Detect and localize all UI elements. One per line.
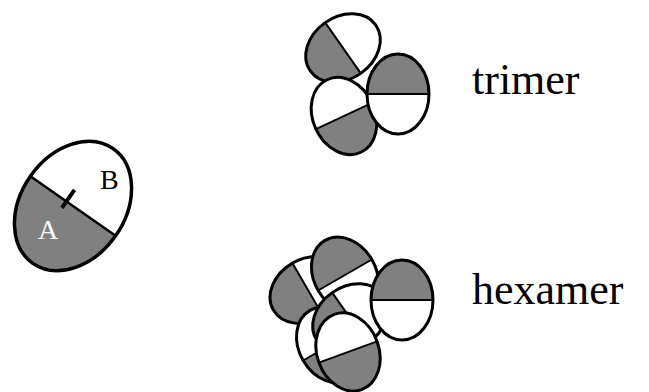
domain-letter: B — [100, 166, 119, 194]
trimer-figure — [292, 0, 429, 165]
hexamer-figure — [258, 225, 433, 392]
oligomer-label: trimer — [472, 58, 580, 102]
domain-letter: A — [38, 216, 58, 244]
monomer-ellipse: BA — [10, 128, 140, 278]
monomer-outline — [10, 128, 140, 278]
oligomer-label: hexamer — [472, 268, 623, 312]
